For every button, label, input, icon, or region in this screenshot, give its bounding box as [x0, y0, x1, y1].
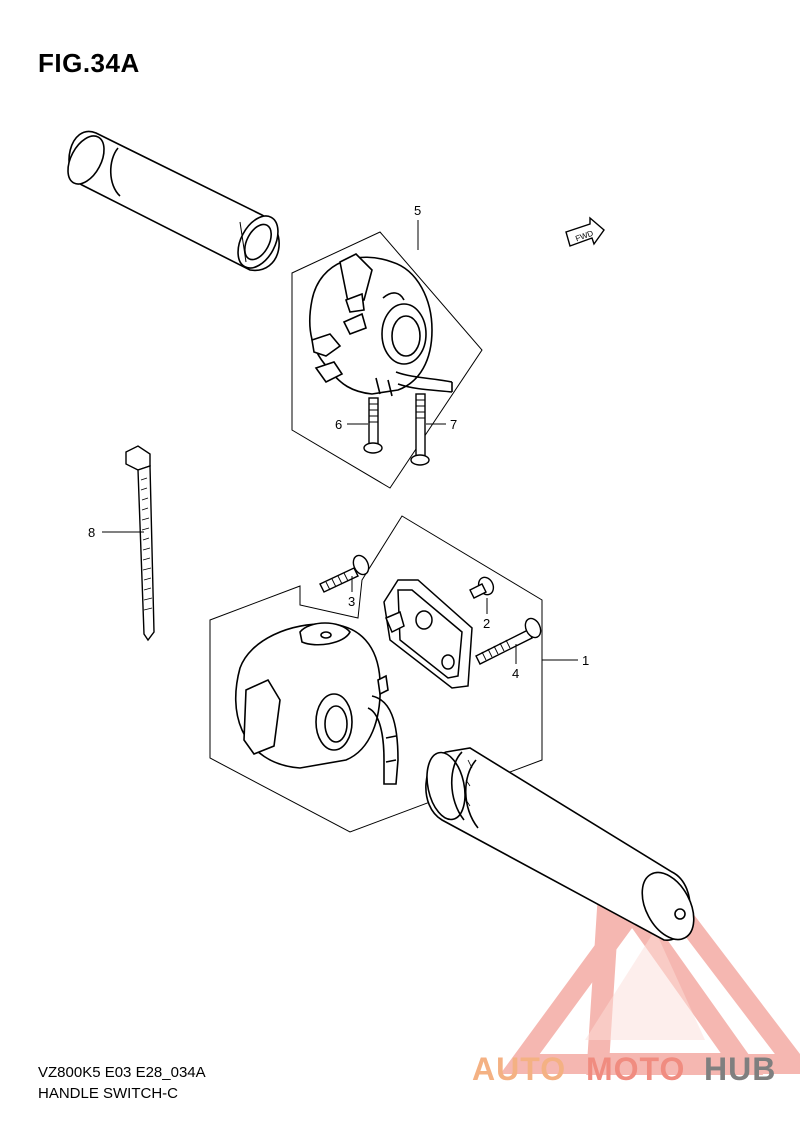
callout-8: 8 — [88, 525, 95, 540]
watermark-auto: AUTO — [472, 1051, 566, 1087]
handle-switch-lower — [234, 622, 399, 785]
fwd-arrow-icon: FWD — [565, 216, 605, 247]
throttle-grip — [425, 747, 695, 941]
figure-title: FIG.34A — [38, 48, 140, 78]
group-outline-1 — [209, 515, 543, 833]
group-outline-5 — [291, 231, 483, 489]
handlebar-grip-left — [67, 130, 280, 271]
watermark-moto: MOTO — [586, 1051, 685, 1087]
watermark-text: AUTO MOTO HUB — [472, 1051, 776, 1087]
leader-lines — [102, 220, 578, 664]
callout-6: 6 — [335, 417, 342, 432]
callout-1: 1 — [582, 653, 589, 668]
callout-2: 2 — [483, 616, 490, 631]
screw-4 — [475, 617, 542, 665]
switch-bracket — [383, 579, 473, 689]
watermark-logo-icon — [500, 846, 800, 1075]
screw-3 — [319, 554, 370, 593]
callout-3: 3 — [348, 594, 355, 609]
callout-5: 5 — [414, 203, 421, 218]
screw-2 — [469, 576, 495, 599]
screw-6 — [363, 397, 383, 454]
callout-4: 4 — [512, 666, 519, 681]
cable-tie-8 — [125, 445, 155, 642]
handle-switch-upper — [308, 253, 453, 397]
figure-name: HANDLE SWITCH-C — [38, 1085, 179, 1102]
callout-7: 7 — [450, 417, 457, 432]
screw-7 — [410, 393, 430, 466]
figure-code: VZ800K5 E03 E28_034A — [38, 1064, 206, 1081]
watermark-hub: HUB — [704, 1051, 776, 1087]
